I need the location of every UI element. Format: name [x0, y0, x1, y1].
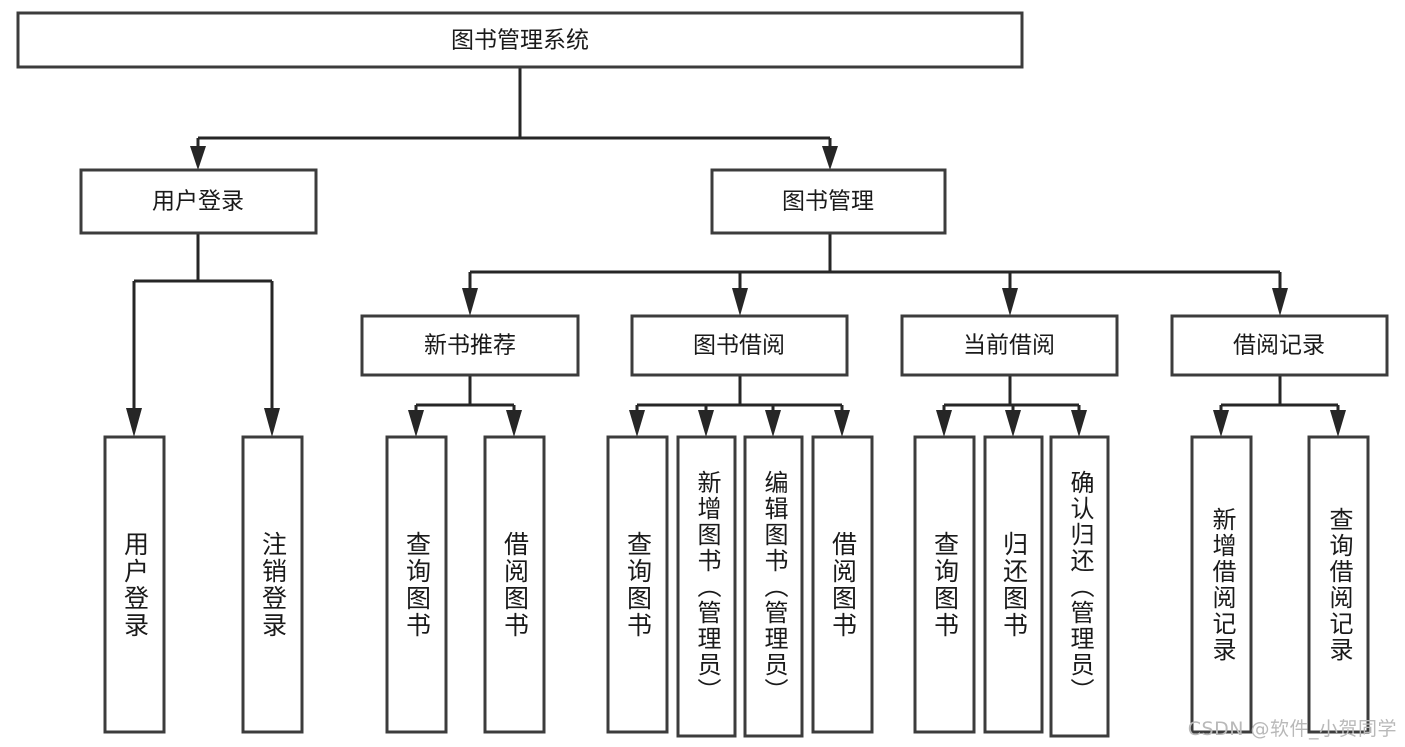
node-leaf-add-borrow-record[interactable] — [1190, 435, 1253, 734]
node-book-borrow-label: 图书借阅 — [693, 333, 785, 359]
arrow-head-leaf-borrow-book-recommend — [506, 410, 522, 437]
node-leaf-user-logout[interactable] — [241, 435, 304, 734]
arrow-head-leaf-query-borrow-record — [1330, 410, 1346, 437]
node-book-borrow[interactable] — [630, 314, 849, 377]
arrow-head-user-login — [190, 146, 206, 170]
arrow-head-book-borrow — [732, 288, 748, 316]
node-leaf-add-book-admin[interactable] — [676, 435, 737, 738]
arrow-head-current-borrow — [1002, 288, 1018, 316]
node-book-management-label: 图书管理 — [782, 189, 874, 215]
arrow-head-leaf-query-book-borrow — [629, 410, 645, 437]
node-leaf-confirm-return-admin[interactable] — [1049, 435, 1110, 738]
node-leaf-return-book[interactable] — [983, 435, 1044, 734]
csdn-watermark: CSDN @软件_小贺同学 — [1187, 718, 1397, 740]
node-user-login[interactable] — [79, 168, 318, 235]
node-new-book-recommend[interactable] — [360, 314, 580, 377]
arrow-head-leaf-return-book — [1005, 410, 1021, 437]
node-leaf-borrow-book[interactable] — [811, 435, 874, 734]
node-leaf-query-book-current[interactable] — [913, 435, 976, 734]
node-root-label: 图书管理系统 — [451, 28, 589, 54]
arrow-head-leaf-query-book-current — [936, 410, 952, 437]
node-book-management[interactable] — [710, 168, 947, 235]
node-borrow-records-label: 借阅记录 — [1233, 333, 1325, 359]
arrow-head-leaf-add-book-admin — [698, 410, 714, 437]
node-borrow-records[interactable] — [1170, 314, 1389, 377]
node-root[interactable] — [16, 11, 1024, 69]
arrow-head-leaf-borrow-book — [834, 410, 850, 437]
arrow-head-leaf-user-login — [126, 408, 142, 437]
node-layer: 图书管理系统 用户登录 图书管理 新书推荐 图书借阅 当前借阅 借阅记录 — [16, 11, 1389, 738]
node-leaf-query-borrow-record[interactable] — [1307, 435, 1370, 734]
node-leaf-query-book-recommend[interactable] — [385, 435, 448, 734]
arrow-head-leaf-confirm-return-admin — [1071, 410, 1087, 437]
arrow-head-leaf-add-borrow-record — [1213, 410, 1229, 437]
node-current-borrow[interactable] — [900, 314, 1119, 377]
arrow-head-leaf-user-logout — [264, 408, 280, 437]
node-current-borrow-label: 当前借阅 — [963, 333, 1055, 359]
arrow-head-leaf-edit-book-admin — [765, 410, 781, 437]
arrow-head-leaf-query-book-recommend — [408, 410, 424, 437]
node-leaf-borrow-book-recommend[interactable] — [483, 435, 546, 734]
arrow-head-new-book-recommend — [462, 288, 478, 316]
node-leaf-edit-book-admin[interactable] — [743, 435, 804, 738]
connector-layer — [126, 67, 1346, 437]
arrow-head-book-management — [822, 146, 838, 170]
node-leaf-user-login[interactable] — [103, 435, 166, 734]
node-user-login-label: 用户登录 — [152, 189, 244, 215]
node-leaf-query-book-borrow[interactable] — [606, 435, 669, 734]
arrow-head-borrow-records — [1272, 288, 1288, 316]
node-new-book-recommend-label: 新书推荐 — [424, 333, 516, 359]
